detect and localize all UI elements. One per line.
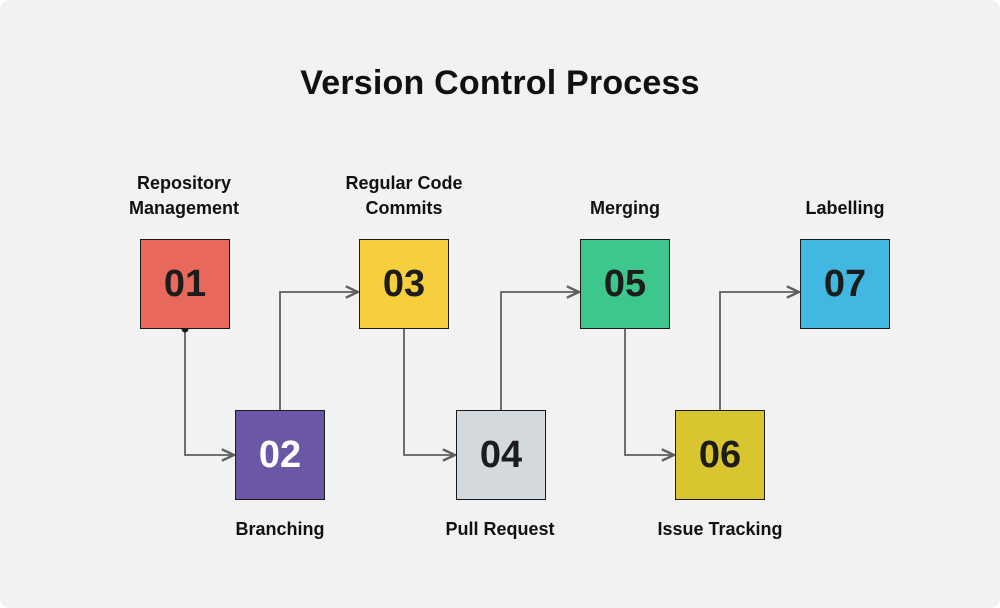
connector-arrow [184,329,234,455]
step-number: 03 [382,262,426,305]
step-number: 01 [163,262,207,305]
connector-arrow [719,292,799,410]
step-box-05: 05 [580,239,670,329]
page-title: Version Control Process [300,64,700,102]
step-number: 04 [479,433,523,476]
step-label-regular-code-commits: Regular Code Commits [345,172,463,219]
step-box-03: 03 [359,239,449,329]
step-box-07: 07 [800,239,890,329]
step-label-pull-request: Pull Request [445,519,555,539]
step-number: 07 [823,262,867,305]
step-number: 05 [603,262,647,305]
connector-arrow [403,329,455,455]
connector-arrow [500,292,579,410]
step-label-issue-tracking: Issue Tracking [657,519,783,539]
step-number: 06 [698,433,742,476]
step-label-repository-management: Repository Management [128,172,240,219]
connector-arrow [624,329,674,455]
step-box-06: 06 [675,410,765,500]
step-box-01: 01 [140,239,230,329]
step-label-merging: Merging [590,198,660,219]
step-number: 02 [258,433,302,476]
connector-arrow [279,292,358,410]
step-box-04: 04 [456,410,546,500]
step-label-branching: Branching [235,519,325,539]
step-label-labelling: Labelling [805,198,885,219]
step-box-02: 02 [235,410,325,500]
